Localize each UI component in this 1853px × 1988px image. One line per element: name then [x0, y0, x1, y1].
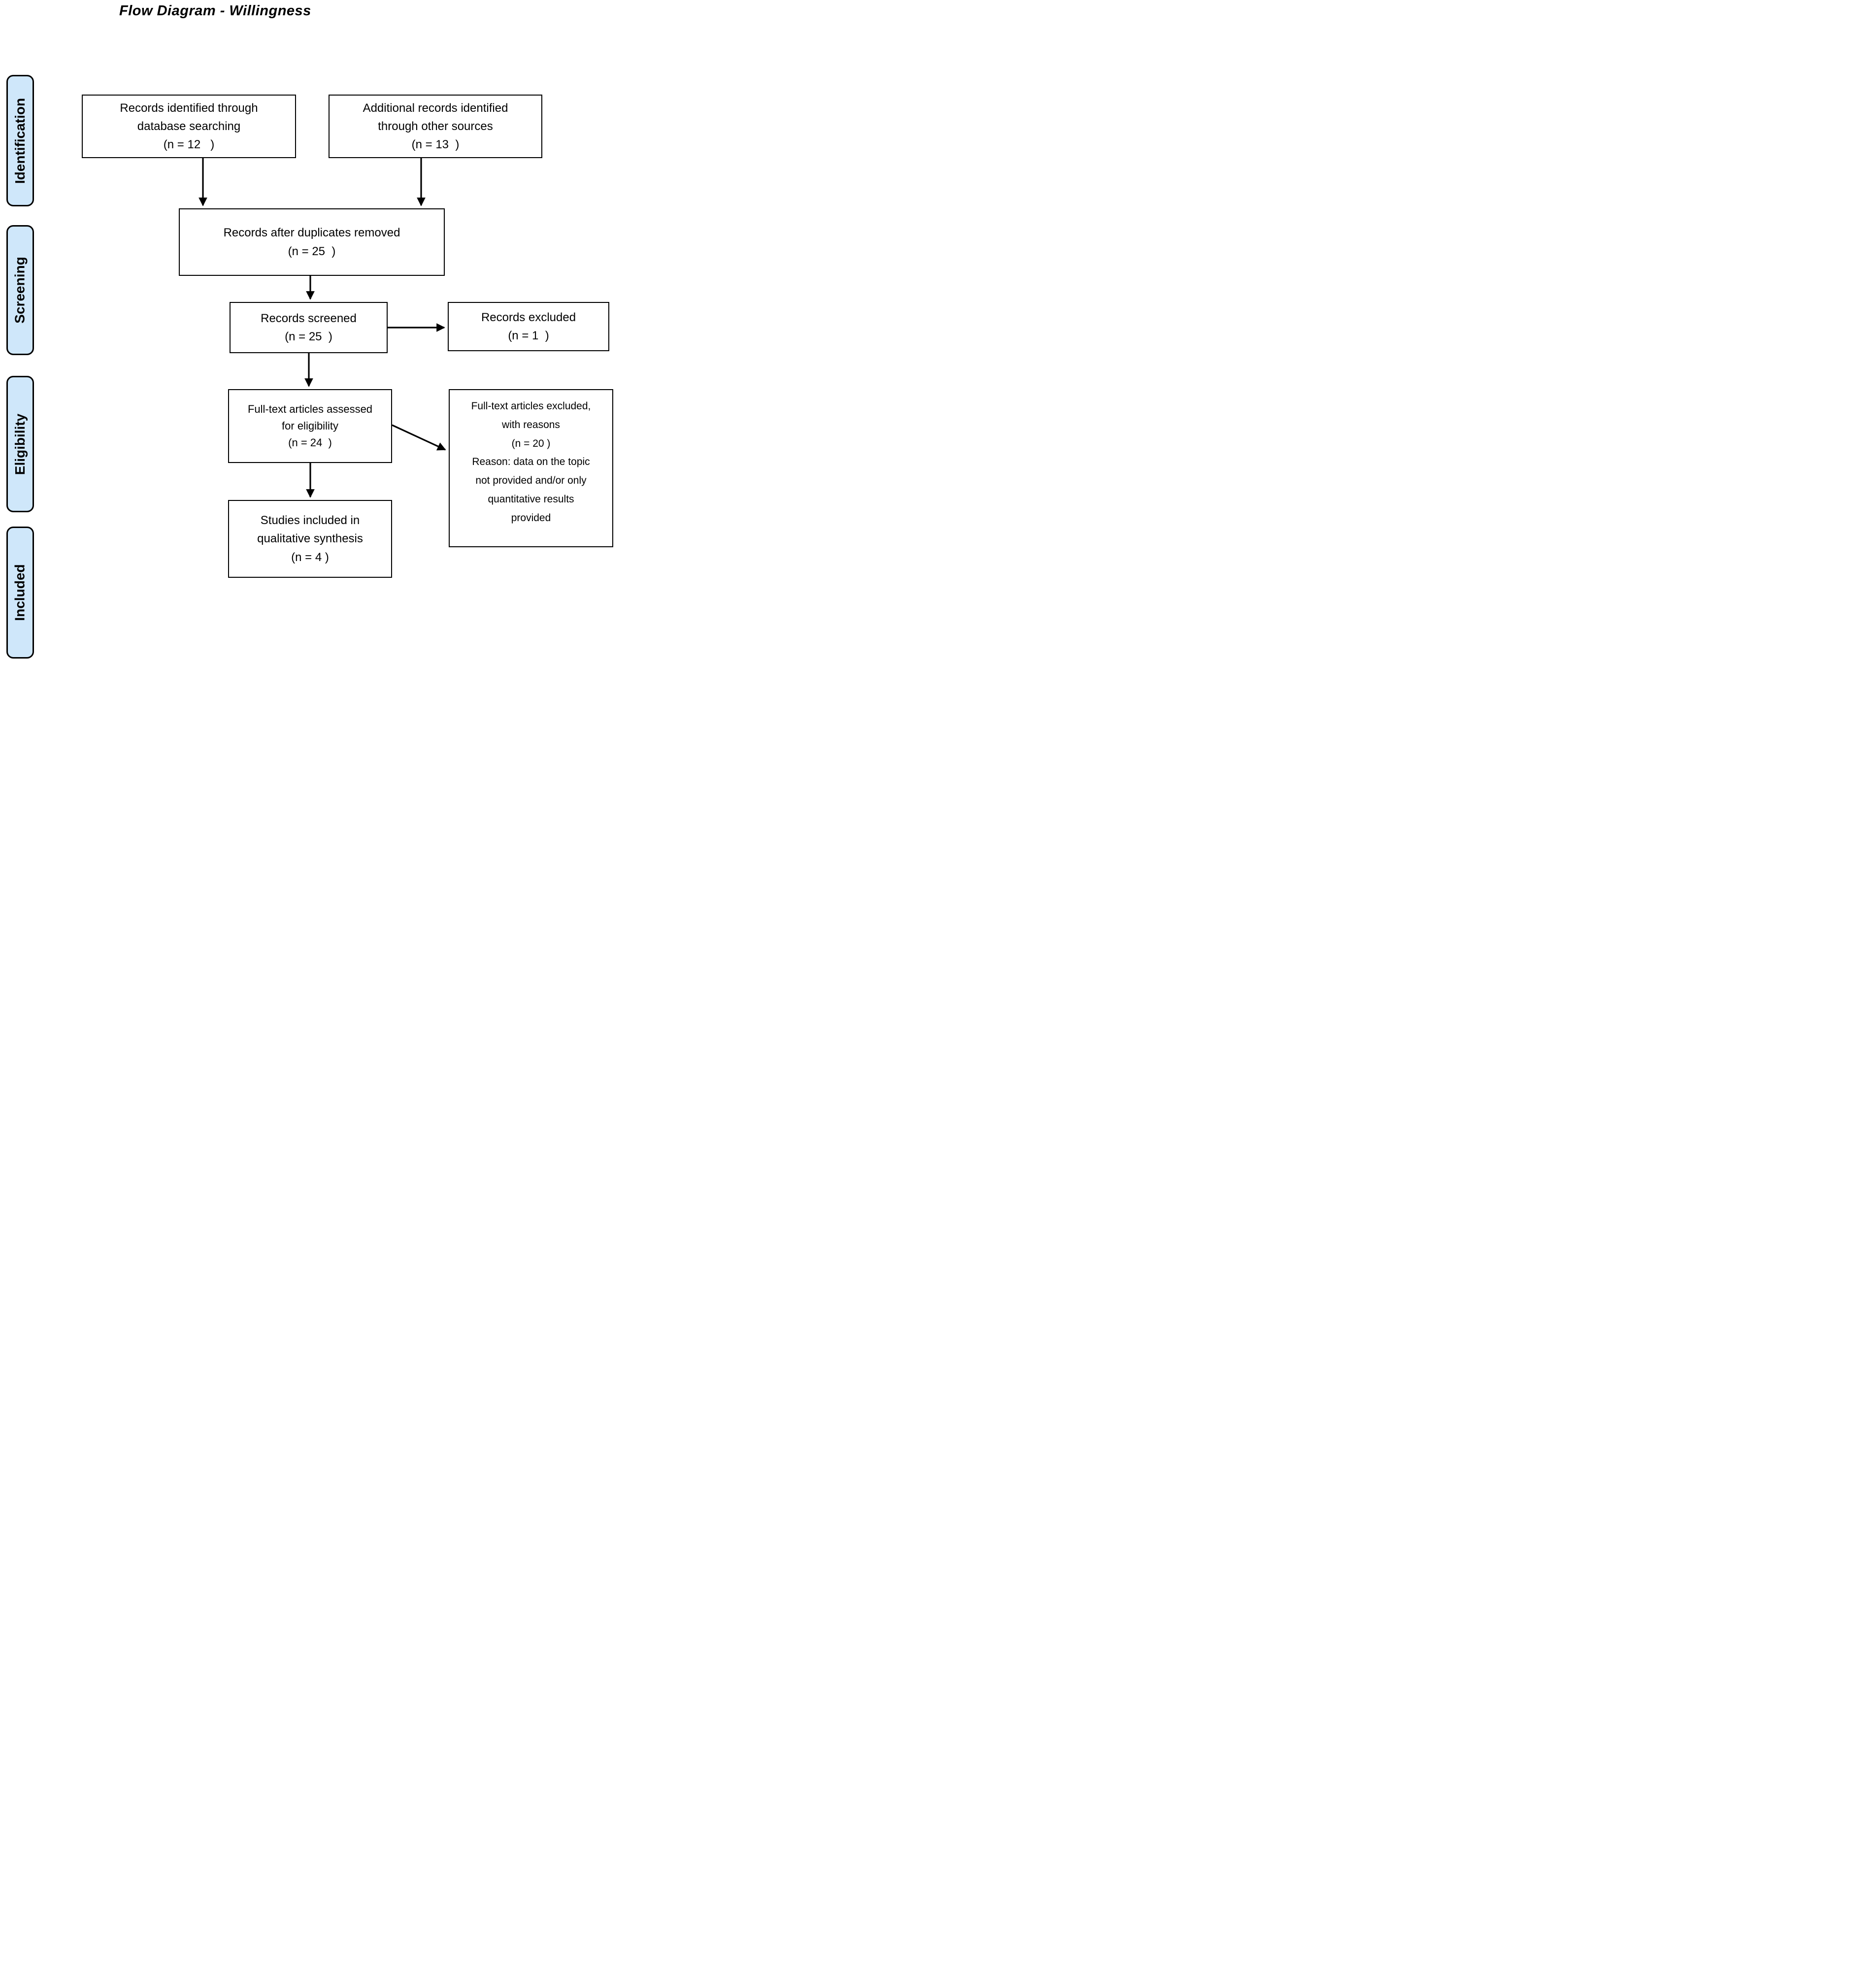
- stage-label-eligibility: Eligibility: [6, 376, 34, 512]
- box-line: Full-text articles excluded,: [471, 400, 591, 412]
- box-line: Records screened: [261, 311, 357, 325]
- box-line: Reason: data on the topic: [472, 456, 590, 468]
- diagram-title: Flow Diagram - Willingness: [119, 3, 311, 19]
- box-line: (n = 25 ): [285, 330, 332, 343]
- box-line: qualitative synthesis: [257, 532, 363, 546]
- box-line: (n = 13 ): [411, 138, 460, 152]
- box-line: provided: [511, 512, 551, 524]
- box-line: for eligibility: [282, 419, 338, 432]
- box-line: Full-text articles assessed: [247, 402, 373, 415]
- box-line: (n = 24 ): [288, 436, 332, 449]
- box-line: (n = 1 ): [508, 329, 549, 342]
- stage-label-text: Identification: [12, 98, 28, 184]
- box-records-identified: Records identified through database sear…: [82, 95, 296, 158]
- box-line: (n = 12 ): [163, 138, 215, 152]
- stage-label-included: Included: [6, 527, 34, 659]
- box-fulltext-excluded: Full-text articles excluded, with reason…: [449, 389, 613, 547]
- box-line: with reasons: [502, 419, 560, 431]
- box-fulltext-assessed: Full-text articles assessed for eligibil…: [228, 389, 392, 463]
- box-line: Records excluded: [481, 310, 576, 324]
- stage-label-text: Included: [12, 564, 28, 621]
- box-line: (n = 25 ): [288, 244, 336, 258]
- stage-label-identification: Identification: [6, 75, 34, 206]
- box-line: not provided and/or only: [475, 475, 587, 487]
- box-line: (n = 20 ): [511, 437, 551, 449]
- box-line: Additional records identified: [363, 101, 508, 115]
- box-line: Records identified through: [120, 101, 258, 115]
- box-additional-records: Additional records identified through ot…: [329, 95, 542, 158]
- box-records-excluded: Records excluded (n = 1 ): [448, 302, 609, 351]
- box-line: quantitative results: [488, 493, 574, 505]
- stage-label-text: Screening: [12, 257, 28, 324]
- stage-label-screening: Screening: [6, 225, 34, 355]
- stage-label-text: Eligibility: [12, 413, 28, 475]
- box-line: Studies included in: [260, 514, 360, 528]
- box-studies-included: Studies included in qualitative synthesi…: [228, 500, 392, 578]
- box-line: database searching: [137, 119, 241, 133]
- box-records-screened: Records screened (n = 25 ): [230, 302, 388, 353]
- box-line: through other sources: [378, 119, 493, 133]
- box-line: Records after duplicates removed: [223, 226, 400, 240]
- arrow-fulltext-to-ftexcluded: [392, 424, 446, 451]
- box-duplicates-removed: Records after duplicates removed (n = 25…: [179, 208, 445, 276]
- box-line: (n = 4 ): [291, 550, 329, 564]
- prisma-flow-diagram: Flow Diagram - Willingness Identificatio…: [0, 0, 618, 663]
